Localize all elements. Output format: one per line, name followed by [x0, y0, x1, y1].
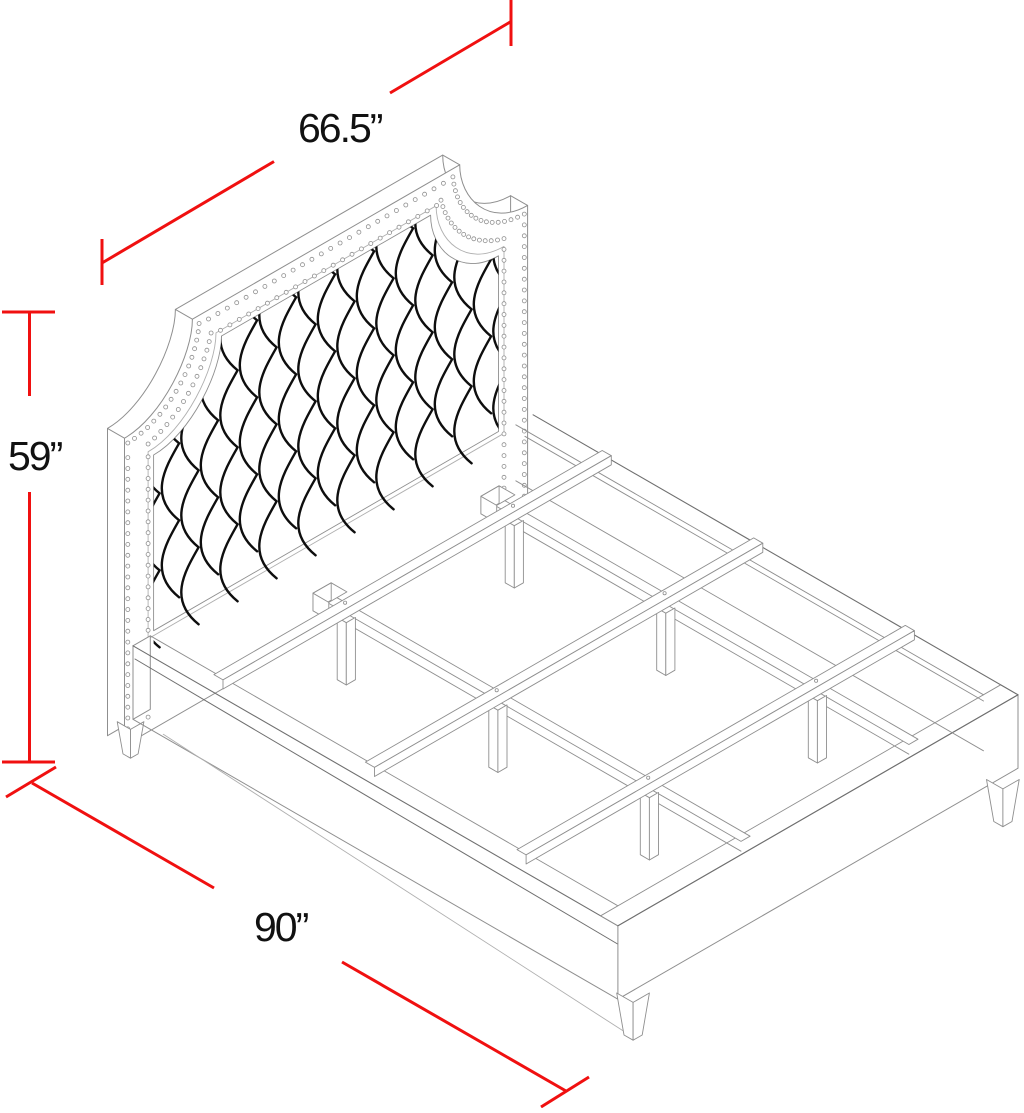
svg-text:90”: 90”: [254, 904, 309, 950]
svg-text:59”: 59”: [8, 433, 63, 479]
svg-text:66.5”: 66.5”: [298, 105, 383, 151]
